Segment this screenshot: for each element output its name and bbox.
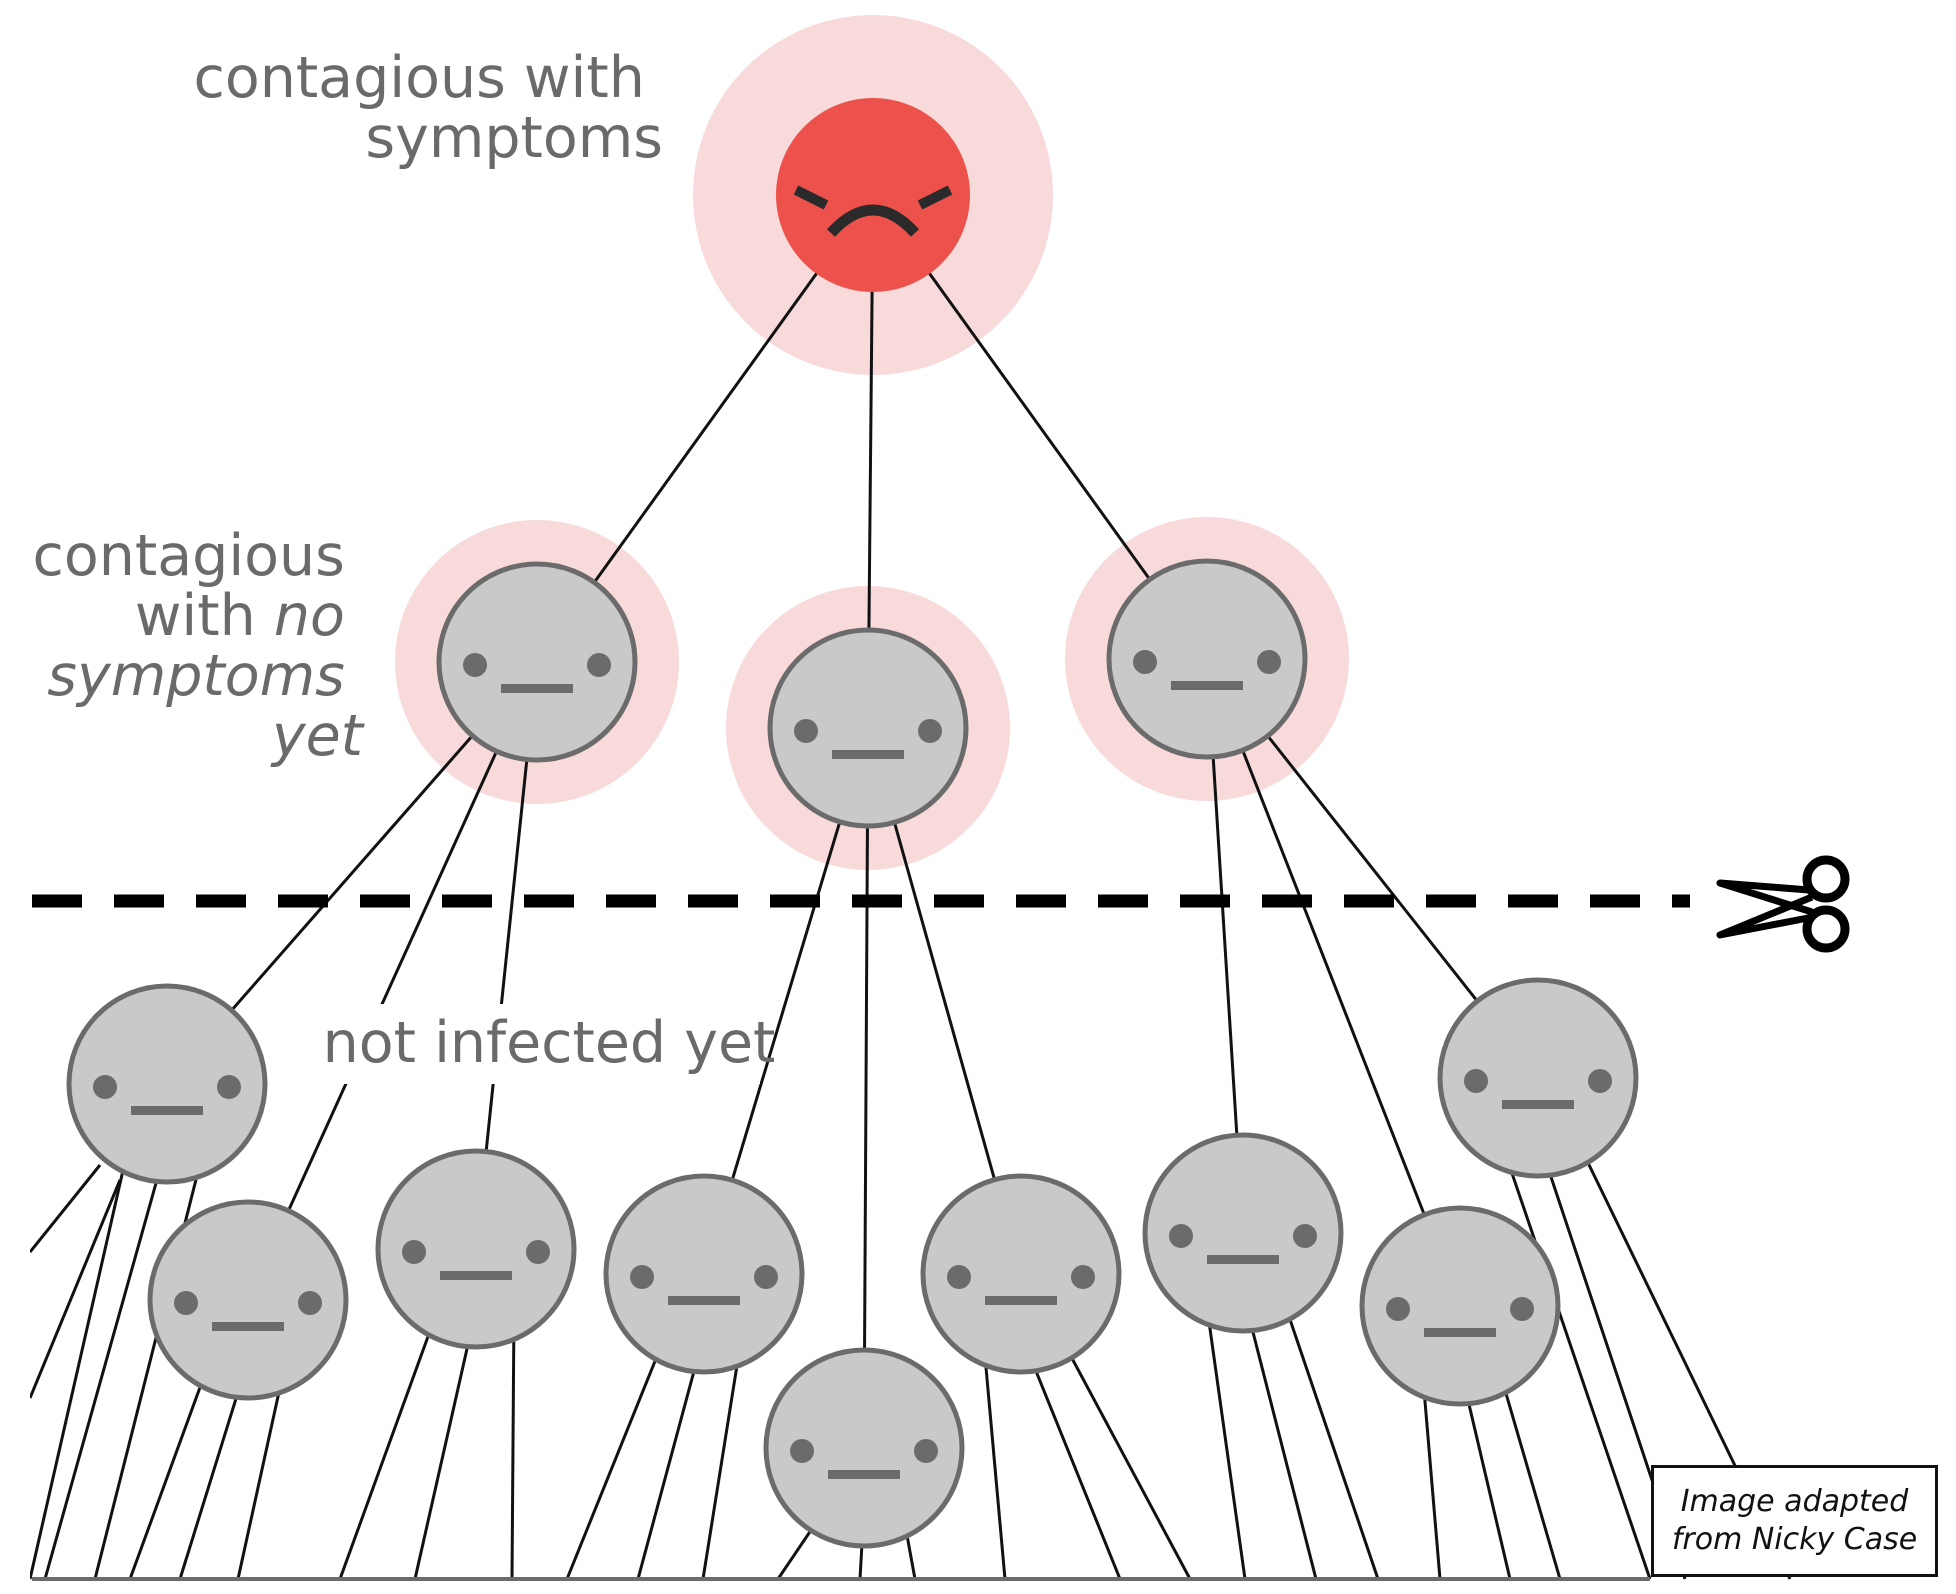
- spread-link: [565, 1333, 668, 1580]
- neutral-face-icon: [436, 561, 638, 763]
- neutral-face-icon: [375, 1148, 577, 1350]
- credit-box: Image adapted from Nicky Case: [1651, 1465, 1938, 1577]
- neutral-face-icon: [603, 1173, 805, 1375]
- spread-link: [30, 1143, 131, 1580]
- spread-link: [93, 1143, 207, 1580]
- credit-line-1: Image adapted: [1680, 1484, 1909, 1519]
- sad-face-icon: [776, 98, 970, 292]
- neutral-face-icon: [66, 983, 268, 1185]
- label-contagious-no-symptoms: contagious with no symptoms yet: [33, 523, 366, 769]
- spread-link: [338, 1308, 440, 1580]
- label-backdrop: [336, 1004, 760, 1084]
- spread-link: [981, 1333, 1007, 1580]
- neutral-face-icon: [1106, 558, 1308, 760]
- spread-link: [413, 1308, 478, 1580]
- infection-link: [1205, 658, 1462, 1307]
- infection-link: [246, 661, 539, 1301]
- spread-link: [1498, 1137, 1652, 1580]
- spread-link: [43, 1143, 169, 1580]
- credit-line-2: from Nicky Case: [1671, 1522, 1918, 1557]
- neutral-face-icon: [920, 1173, 1122, 1375]
- neutral-face-icon: [1359, 1205, 1561, 1407]
- infection-link: [862, 727, 870, 1449]
- spread-link: [128, 1359, 212, 1580]
- spread-link: [1279, 1292, 1380, 1580]
- neutral-face-icon: [767, 627, 969, 829]
- spread-link: [30, 1179, 122, 1399]
- spread-link: [1057, 1333, 1192, 1580]
- people-faces: [66, 98, 1639, 1549]
- spread-link: [1420, 1365, 1442, 1580]
- spread-link: [236, 1359, 288, 1580]
- scissors-icon: [1716, 855, 1850, 953]
- neutral-face-icon: [763, 1347, 965, 1549]
- spread-link: [701, 1333, 744, 1580]
- neutral-face-icon: [1437, 977, 1639, 1179]
- spread-link: [1496, 1365, 1562, 1580]
- spread-link: [30, 1164, 102, 1253]
- spread-link: [636, 1333, 706, 1580]
- spread-link: [1203, 1292, 1247, 1580]
- spread-link: [510, 1308, 516, 1580]
- neutral-face-icon: [147, 1199, 349, 1401]
- label-contagious-with-symptoms: contagious with symptoms: [193, 45, 663, 171]
- spread-link: [1241, 1292, 1318, 1580]
- label-not-infected-yet: not infected yet: [323, 1010, 776, 1076]
- neutral-face-icon: [1142, 1132, 1344, 1334]
- spread-link: [1019, 1333, 1122, 1580]
